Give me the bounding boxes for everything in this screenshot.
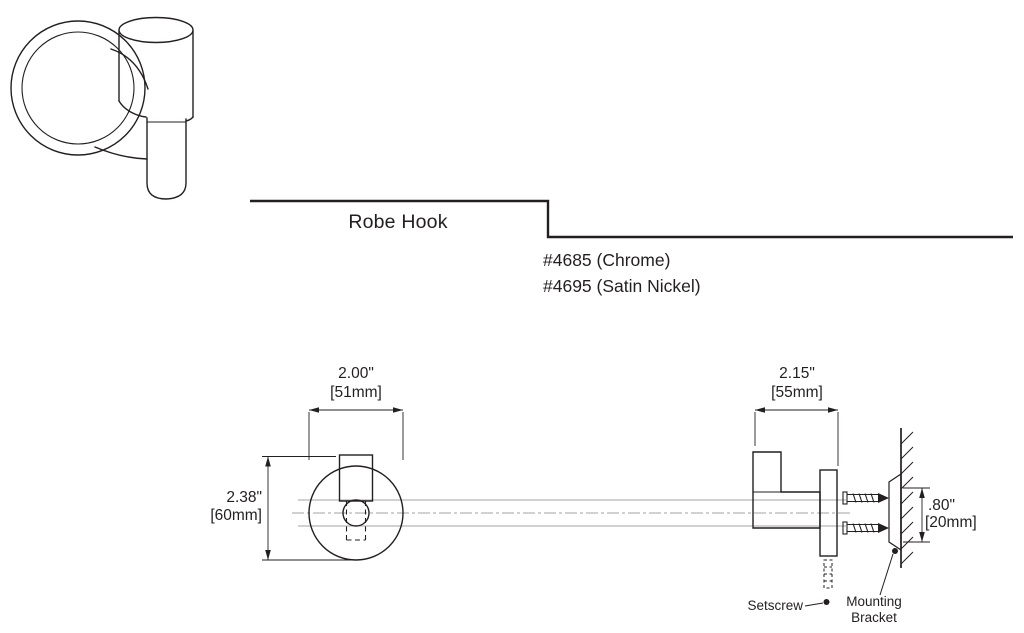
- bracket-height-mm-label: [20mm]: [925, 514, 977, 531]
- mounting-bracket-label: Mounting Bracket: [846, 594, 902, 625]
- front-flange-circle: [308, 465, 404, 561]
- bracket-height-dimension: [903, 487, 930, 543]
- bracket-height-inches-label: .80": [928, 497, 956, 514]
- front-width-dimension: [308, 407, 404, 460]
- front-post: [338, 454, 374, 502]
- front-height-mm-label: [60mm]: [210, 507, 262, 524]
- model-number-satin-nickel: #4695 (Satin Nickel): [543, 276, 701, 296]
- knob-top-ellipse: [118, 16, 194, 44]
- isometric-robe-hook-drawing: [10, 16, 194, 200]
- model-number-chrome: #4685 (Chrome): [543, 250, 671, 270]
- front-view-drawing: [308, 454, 404, 561]
- arm-top-line: [110, 48, 149, 90]
- flange-inner-circle: [21, 31, 135, 145]
- mounting-bracket-leader: [879, 548, 898, 596]
- side-depth-dimension: [754, 407, 839, 466]
- front-hook-tip-circle: [342, 499, 370, 527]
- front-height-dimension: [262, 456, 352, 561]
- wall-hatching: [900, 431, 914, 565]
- mounting-bracket-shape: [888, 472, 902, 552]
- hook-finger-outline: [146, 117, 187, 200]
- projection-lines: [292, 499, 852, 527]
- front-hidden-lines: [345, 501, 367, 541]
- side-hook-profile: [752, 451, 821, 529]
- setscrew-leader: [804, 599, 830, 607]
- flange-outer-circle: [10, 20, 146, 156]
- side-view-drawing: [752, 428, 914, 589]
- product-name: Robe Hook: [348, 211, 448, 233]
- header-divider-rule: [250, 199, 1013, 239]
- side-depth-inches-label: 2.15": [779, 365, 815, 382]
- setscrew-label: Setscrew: [747, 598, 803, 613]
- front-width-inches-label: 2.00": [338, 365, 374, 382]
- setscrew-icon: [823, 559, 833, 589]
- front-width-mm-label: [51mm]: [330, 384, 382, 401]
- mounting-screw-upper-icon: [842, 491, 889, 505]
- arm-bottom-line: [94, 146, 148, 160]
- side-flange-plate: [819, 469, 838, 557]
- mounting-screw-lower-icon: [842, 521, 889, 535]
- side-depth-mm-label: [55mm]: [771, 384, 823, 401]
- front-height-inches-label: 2.38": [226, 489, 262, 506]
